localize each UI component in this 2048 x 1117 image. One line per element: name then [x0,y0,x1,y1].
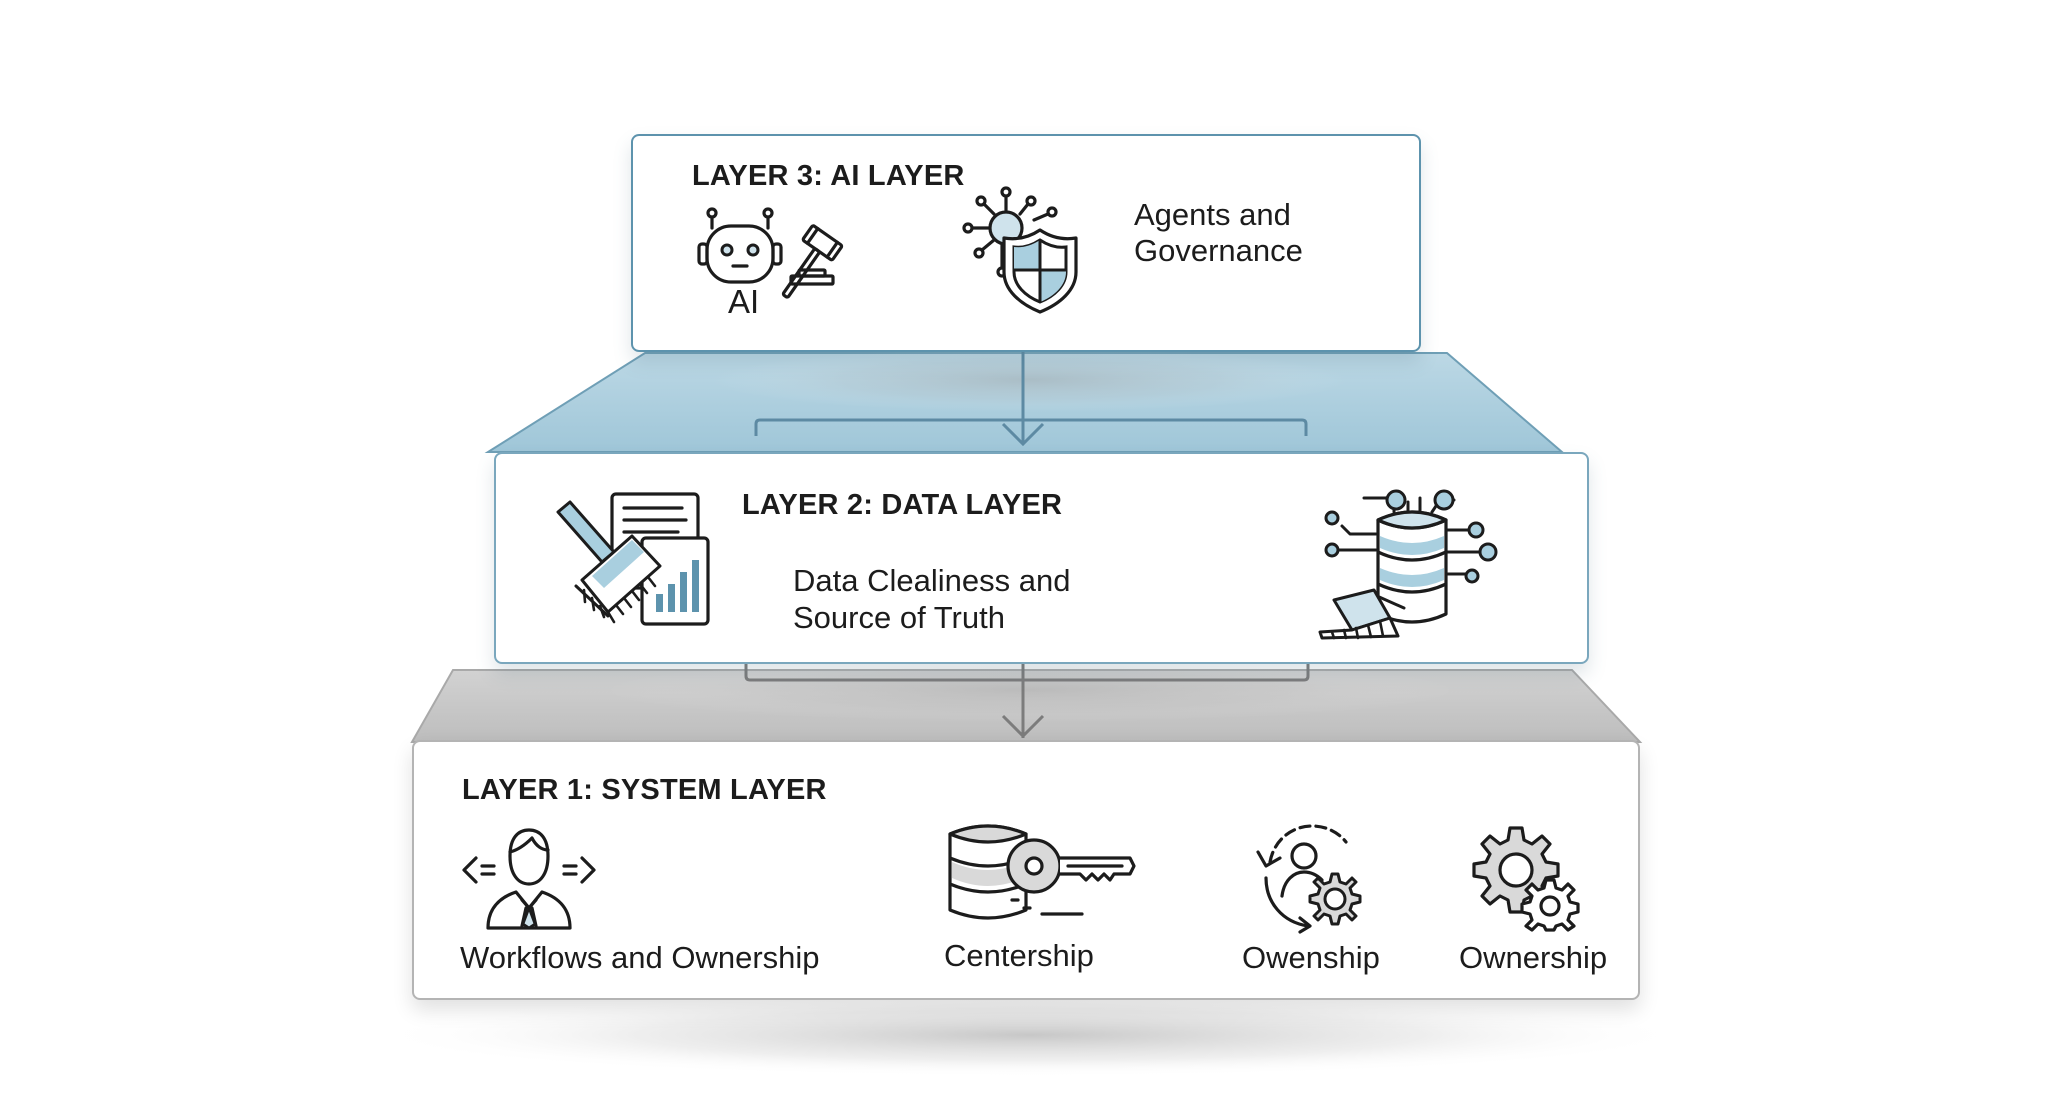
layer3-description-line1: Agents and [1134,197,1291,232]
network-shield-icon [962,184,1086,314]
database-broom-icon [1316,489,1498,640]
robot-icon [697,206,783,288]
system-band-shadow [600,658,1460,722]
layer3-description-line2: Governance [1134,233,1303,268]
floor-shadow [370,993,1690,1077]
layer2-description-line1: Data Clealiness and [793,563,1071,598]
layer3-title: LAYER 3: AI LAYER [692,160,965,192]
gears-icon [1470,826,1580,932]
database-key-icon [946,818,1136,928]
gavel-icon [781,220,887,299]
data-band-shadow [710,348,1350,412]
layer1-item-label-4: Ownership [1459,940,1608,975]
layer1-item-label-2: Centership [944,938,1094,973]
cleaning-report-icon [552,490,722,630]
connector-3-to-2 [754,352,1308,447]
person-gear-cycle-icon [1252,822,1366,934]
layer1-title: LAYER 1: SYSTEM LAYER [462,774,827,806]
connector-2-to-1 [744,656,1310,739]
layer2-title: LAYER 2: DATA LAYER [742,489,1063,521]
layer1-item-label-1: Workflows and Ownership [460,940,820,975]
person-workflow-icon [460,826,598,930]
layer2-description-line2: Source of Truth [793,600,1005,635]
ai-label: AI [728,283,760,320]
layer1-item-label-3: Owenship [1242,940,1380,975]
